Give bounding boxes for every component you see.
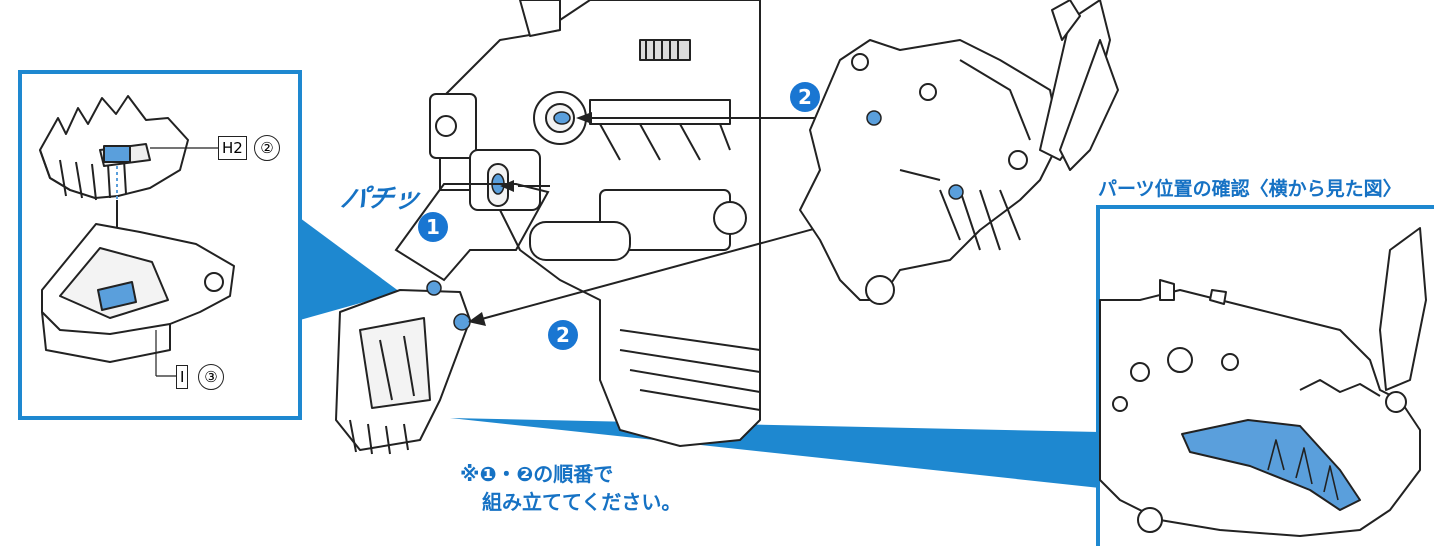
part-count-h2: ② [254, 135, 280, 161]
step2-arrow-upper-head [576, 112, 592, 124]
main-socket-upper [553, 111, 571, 125]
assembly-order-note-line2: 組み立ててください。 [482, 490, 682, 514]
side-view-title: パーツ位置の確認〈横から見た図〉 [1098, 178, 1402, 200]
step1-arrow-head [500, 180, 514, 192]
lower-jaw-peg-side [453, 313, 471, 331]
step2-arrow-lower-head [468, 312, 486, 326]
callout-wedge-left [300, 218, 400, 320]
main-body [429, 0, 761, 447]
snap-sound-label: パチッ [338, 184, 423, 214]
step-2-marker-upper: 2 [790, 82, 820, 112]
part-count-i: ③ [198, 364, 224, 390]
head-peg-lower [948, 184, 964, 200]
lower-jaw-peg-top [426, 280, 442, 296]
lower-jaw-part [335, 289, 471, 455]
part-code-h2: H2 [218, 136, 247, 160]
inset-part-bottom [41, 223, 235, 363]
step-1-marker: 1 [418, 212, 448, 242]
callout-wedge-bottom [450, 418, 1100, 488]
part-code-i: I [176, 365, 189, 389]
step-2-marker-lower: 2 [548, 320, 578, 350]
head-crest [1039, 0, 1119, 171]
inset-part-top [39, 95, 189, 201]
head-part [799, 39, 1061, 305]
assembly-order-note-line1: ※❶・❷の順番で [460, 462, 614, 486]
head-peg-upper [866, 110, 882, 126]
